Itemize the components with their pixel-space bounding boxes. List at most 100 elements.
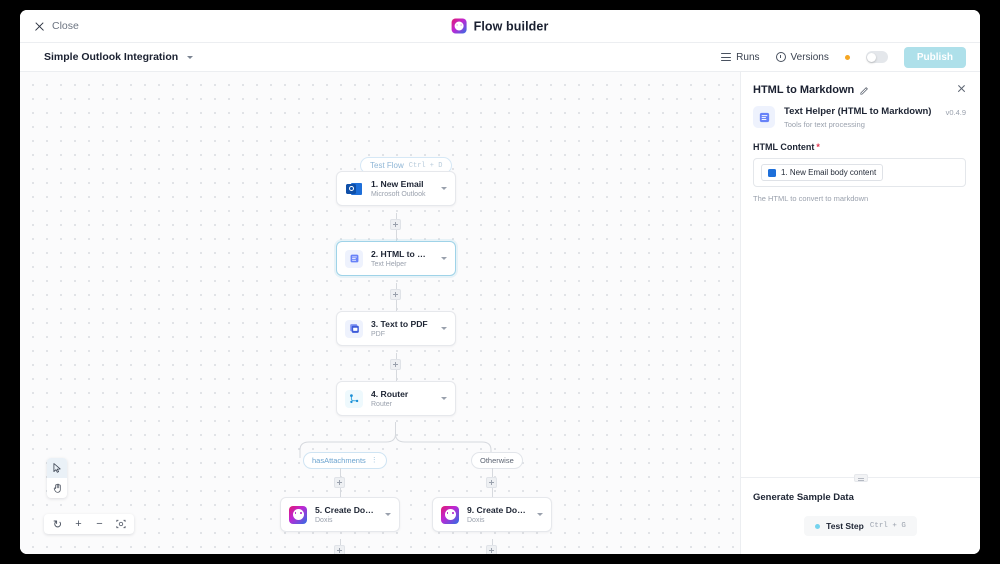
top-bar: Close Flow builder [20,10,980,43]
chevron-down-icon[interactable] [441,257,447,260]
test-step-shortcut: Ctrl + G [869,522,906,530]
workspace: Test Flow Ctrl + D 1. New Email Microsof… [20,72,980,554]
hand-icon [53,483,61,493]
zoom-out-button[interactable]: − [96,518,103,530]
panel-header: HTML to Markdown [741,72,980,96]
runs-label: Runs [736,51,760,63]
chevron-down-icon[interactable] [385,513,391,516]
html-content-hint: The HTML to convert to markdown [753,194,869,203]
sample-data-section: Generate Sample Data Test Step Ctrl + G [741,478,980,554]
microsoft-outlook-icon [345,179,363,198]
node-3-text-to-pdf[interactable]: 3. Text to PDF PDF [336,311,456,346]
token-label: 1. New Email body content [781,168,877,177]
flow-graph: Test Flow Ctrl + D 1. New Email Microsof… [20,72,740,554]
text-helper-icon [753,106,775,128]
node-1-new-email[interactable]: 1. New Email Microsoft Outlook [336,171,456,206]
test-step-label: Test Step [826,521,864,531]
branch-pill-hasattachments[interactable]: hasAttachments ⋮ [303,452,387,469]
panel-title-group: HTML to Markdown [753,84,869,96]
panel-app-name: Text Helper (HTML to Markdown) [784,106,932,117]
toolbar-actions: Runs Versions Publish [721,46,966,68]
router-branch-connectors [299,422,492,458]
list-lines-icon [721,53,732,62]
variable-token[interactable]: 1. New Email body content [761,164,884,181]
required-marker: * [816,142,820,152]
flow-name-dropdown[interactable]: Simple Outlook Integration [44,51,194,63]
pdf-glyph [349,324,359,333]
router-icon [345,389,363,408]
chevron-down-icon[interactable] [441,327,447,330]
field-label-text: HTML Content [753,142,815,152]
test-step-button[interactable]: Test Step Ctrl + G [804,516,917,536]
chevron-down-icon [187,55,194,59]
node-subtitle: Microsoft Outlook [371,191,426,198]
node-title: 4. Router [371,389,409,399]
text-helper-glyph [350,254,358,263]
runs-button[interactable]: Runs [721,51,760,63]
versions-button[interactable]: Versions [775,51,829,63]
panel-close-icon[interactable] [957,84,966,93]
flow-toolbar: Simple Outlook Integration Runs Versions… [20,43,980,72]
flow-name-label: Simple Outlook Integration [44,51,179,63]
zoom-in-button[interactable]: + [75,518,82,530]
status-dot-icon [815,523,821,529]
pdf-icon [345,319,363,338]
doxis-brand-icon [451,18,467,34]
node-9-create-document[interactable]: 9. Create Document Doxis [432,497,552,532]
fit-view-button[interactable] [110,514,131,534]
close-x-icon [34,21,45,32]
node-title: 1. New Email [371,179,424,189]
publish-button[interactable]: Publish [903,46,966,68]
node-subtitle: Doxis [467,517,485,524]
status-dot-indicator [844,54,850,60]
flow-canvas[interactable]: Test Flow Ctrl + D 1. New Email Microsof… [20,72,740,554]
html-content-input[interactable]: 1. New Email body content [753,158,966,187]
pencil-edit-icon[interactable] [860,86,869,95]
page-title: Flow builder [473,19,549,33]
canvas-tool-stack [47,458,67,498]
chevron-down-icon[interactable] [537,513,543,516]
text-helper-icon [345,249,363,268]
enable-flow-toggle[interactable] [865,51,888,63]
cursor-arrow-icon [52,463,61,473]
chevron-down-icon[interactable] [441,187,447,190]
add-step-button-2[interactable] [390,289,401,300]
close-button[interactable]: Close [34,20,79,32]
app-title-group: Flow builder [451,18,549,34]
branch-pill-otherwise[interactable]: Otherwise [471,452,523,469]
test-flow-label: Test Flow [370,161,404,170]
add-step-button-branch-left[interactable] [334,477,345,488]
branch-label: hasAttachments [312,456,366,465]
node-5-create-document[interactable]: 5. Create Document ... Doxis [280,497,400,532]
select-tool-button[interactable] [47,458,67,478]
add-step-button-5[interactable] [334,545,345,554]
node-subtitle: Doxis [315,517,333,524]
reset-view-button[interactable]: ↻ [52,518,63,531]
router-glyph [350,393,359,403]
panel-spacer [741,203,980,477]
node-title: 9. Create Document [467,505,527,515]
doxis-icon [441,505,459,524]
test-flow-shortcut: Ctrl + D [408,161,443,170]
step-settings-panel: HTML to Markdown Text Helper (HTML to Ma… [740,72,980,554]
pan-hand-tool-button[interactable] [47,478,67,498]
add-step-button-1[interactable] [390,219,401,230]
node-4-router[interactable]: 4. Router Router [336,381,456,416]
branch-label: Otherwise [480,456,514,465]
generate-sample-data-title: Generate Sample Data [753,492,854,503]
chevron-down-icon[interactable] [441,397,447,400]
node-title: 5. Create Document ... [315,505,375,515]
panel-title: HTML to Markdown [753,84,855,96]
add-step-button-3[interactable] [390,359,401,370]
add-step-button-branch-right[interactable] [486,477,497,488]
doxis-icon [289,505,307,524]
versions-label: Versions [790,51,829,63]
node-2-html-to-markdown[interactable]: 2. HTML to Markdown Text Helper [336,241,456,276]
node-subtitle: PDF [371,331,385,338]
panel-app-description: Tools for text processing [784,120,865,129]
node-title: 3. Text to PDF [371,319,428,329]
branch-menu-icon[interactable]: ⋮ [370,457,378,464]
panel-split-grip[interactable] [853,474,868,482]
add-step-button-9[interactable] [486,545,497,554]
panel-app-row: Text Helper (HTML to Markdown) Tools for… [741,96,980,129]
